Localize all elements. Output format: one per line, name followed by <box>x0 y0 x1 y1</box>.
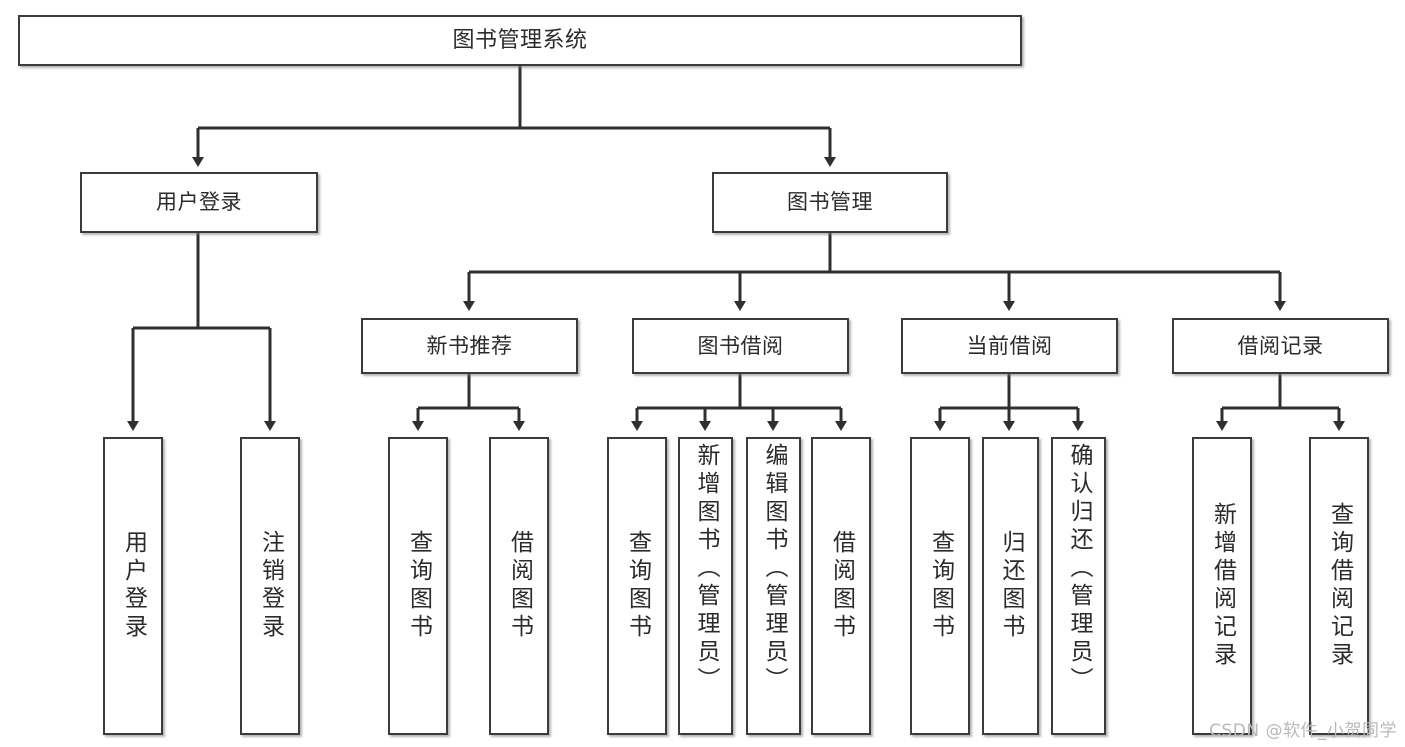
node-user-login[interactable]: 用户登录 <box>80 172 318 233</box>
watermark-text: CSDN @软件_小贺同学 <box>1209 721 1397 741</box>
node-label: 确认归还（管理员） <box>1066 443 1092 695</box>
leaf-user-login-logout[interactable]: 注销登录 <box>240 437 300 735</box>
leaf-book-borrow-query-book[interactable]: 查询图书 <box>607 437 667 735</box>
leaf-new-book-borrow-book[interactable]: 借阅图书 <box>489 437 549 735</box>
leaf-book-borrow-edit-book-admin[interactable]: 编辑图书（管理员） <box>746 437 801 735</box>
node-current-borrow[interactable]: 当前借阅 <box>901 318 1118 374</box>
node-root-book-management-system[interactable]: 图书管理系统 <box>18 15 1022 66</box>
node-label: 用户登录 <box>156 190 242 215</box>
node-label: 图书管理系统 <box>452 27 588 53</box>
leaf-borrow-record-add-record[interactable]: 新增借阅记录 <box>1192 437 1252 735</box>
node-label: 用户登录 <box>120 530 147 642</box>
node-label: 新增借阅记录 <box>1209 502 1236 670</box>
leaf-current-borrow-confirm-return-admin[interactable]: 确认归还（管理员） <box>1051 437 1106 735</box>
leaf-borrow-record-query-record[interactable]: 查询借阅记录 <box>1309 437 1369 735</box>
node-label: 借阅记录 <box>1237 333 1324 358</box>
node-label: 注销登录 <box>257 530 284 642</box>
node-label: 图书借阅 <box>697 333 784 358</box>
node-label: 查询图书 <box>927 530 954 642</box>
node-label: 查询借阅记录 <box>1326 502 1353 670</box>
node-label: 新书推荐 <box>426 333 513 358</box>
leaf-current-borrow-query-book[interactable]: 查询图书 <box>910 437 970 735</box>
node-label: 借阅图书 <box>828 530 855 642</box>
node-label: 编辑图书（管理员） <box>761 443 787 695</box>
node-label: 查询图书 <box>624 530 651 642</box>
node-label: 当前借阅 <box>966 333 1053 358</box>
leaf-book-borrow-borrow-book[interactable]: 借阅图书 <box>811 437 871 735</box>
node-label: 借阅图书 <box>506 530 533 642</box>
node-new-book-recommend[interactable]: 新书推荐 <box>361 318 578 374</box>
leaf-book-borrow-add-book-admin[interactable]: 新增图书（管理员） <box>678 437 733 735</box>
node-label: 图书管理 <box>787 190 873 215</box>
node-label: 新增图书（管理员） <box>693 443 719 695</box>
node-book-management[interactable]: 图书管理 <box>712 172 948 233</box>
node-label: 归还图书 <box>998 530 1024 642</box>
node-label: 查询图书 <box>405 530 432 642</box>
leaf-current-borrow-return-book[interactable]: 归还图书 <box>982 437 1039 735</box>
node-borrow-record[interactable]: 借阅记录 <box>1172 318 1389 374</box>
leaf-new-book-query-book[interactable]: 查询图书 <box>388 437 448 735</box>
node-book-borrow[interactable]: 图书借阅 <box>632 318 849 374</box>
leaf-user-login-login[interactable]: 用户登录 <box>103 437 163 735</box>
